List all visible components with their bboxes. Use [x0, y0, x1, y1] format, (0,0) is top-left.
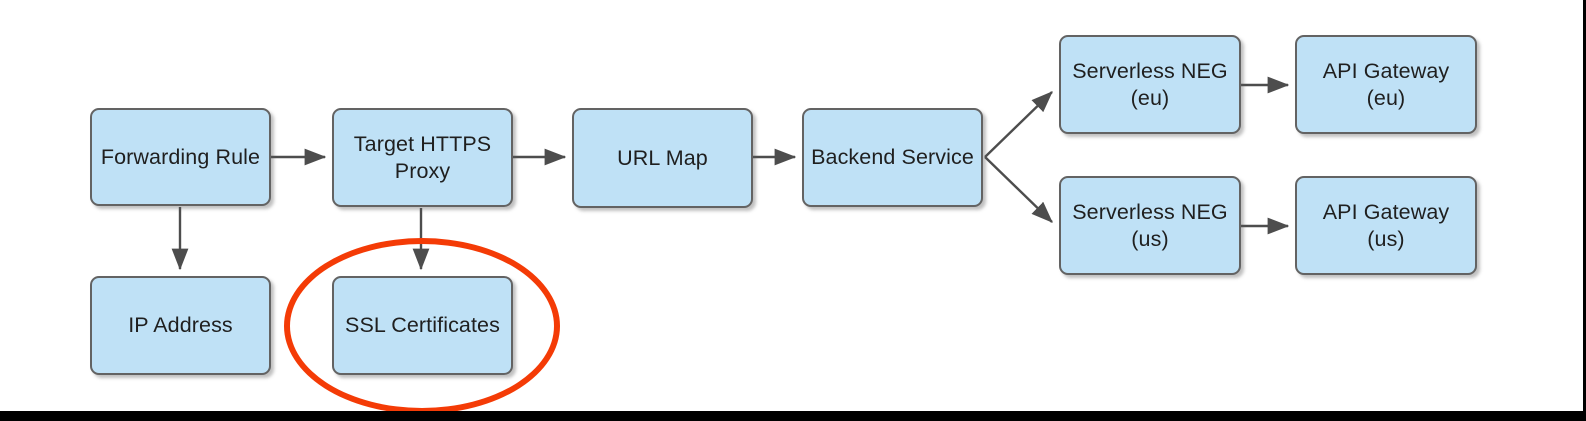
- node-ssl-certificates[interactable]: SSL Certificates: [332, 276, 513, 375]
- node-forwarding-rule[interactable]: Forwarding Rule: [90, 108, 271, 206]
- node-ip-address[interactable]: IP Address: [90, 276, 271, 375]
- frame-right-border: [1583, 0, 1586, 421]
- node-label-api-gateway-eu: API Gateway (eu): [1322, 59, 1450, 110]
- edge-backend-service-to-serverless-neg-eu: [984, 91, 1053, 158]
- node-serverless-neg-us[interactable]: Serverless NEG (us): [1059, 176, 1241, 275]
- node-label-serverless-neg-us: Serverless NEG (us): [1072, 200, 1228, 251]
- node-label-ssl-certificates: SSL Certificates: [345, 313, 500, 338]
- node-label-ip-address: IP Address: [128, 313, 233, 338]
- edge-backend-service-to-serverless-neg-us: [984, 156, 1053, 223]
- node-api-gateway-eu[interactable]: API Gateway (eu): [1295, 35, 1477, 134]
- node-serverless-neg-eu[interactable]: Serverless NEG (eu): [1059, 35, 1241, 134]
- node-label-api-gateway-us: API Gateway (us): [1322, 200, 1450, 251]
- node-label-serverless-neg-eu: Serverless NEG (eu): [1072, 59, 1228, 110]
- node-label-url-map: URL Map: [617, 145, 708, 170]
- node-target-https-proxy[interactable]: Target HTTPS Proxy: [332, 108, 513, 207]
- node-label-forwarding-rule: Forwarding Rule: [100, 144, 261, 169]
- node-api-gateway-us[interactable]: API Gateway (us): [1295, 176, 1477, 275]
- node-url-map[interactable]: URL Map: [572, 108, 753, 208]
- node-label-backend-service: Backend Service: [811, 145, 974, 170]
- frame-bottom-border: [0, 411, 1586, 421]
- node-backend-service[interactable]: Backend Service: [802, 108, 983, 207]
- node-label-target-https-proxy: Target HTTPS Proxy: [353, 132, 492, 183]
